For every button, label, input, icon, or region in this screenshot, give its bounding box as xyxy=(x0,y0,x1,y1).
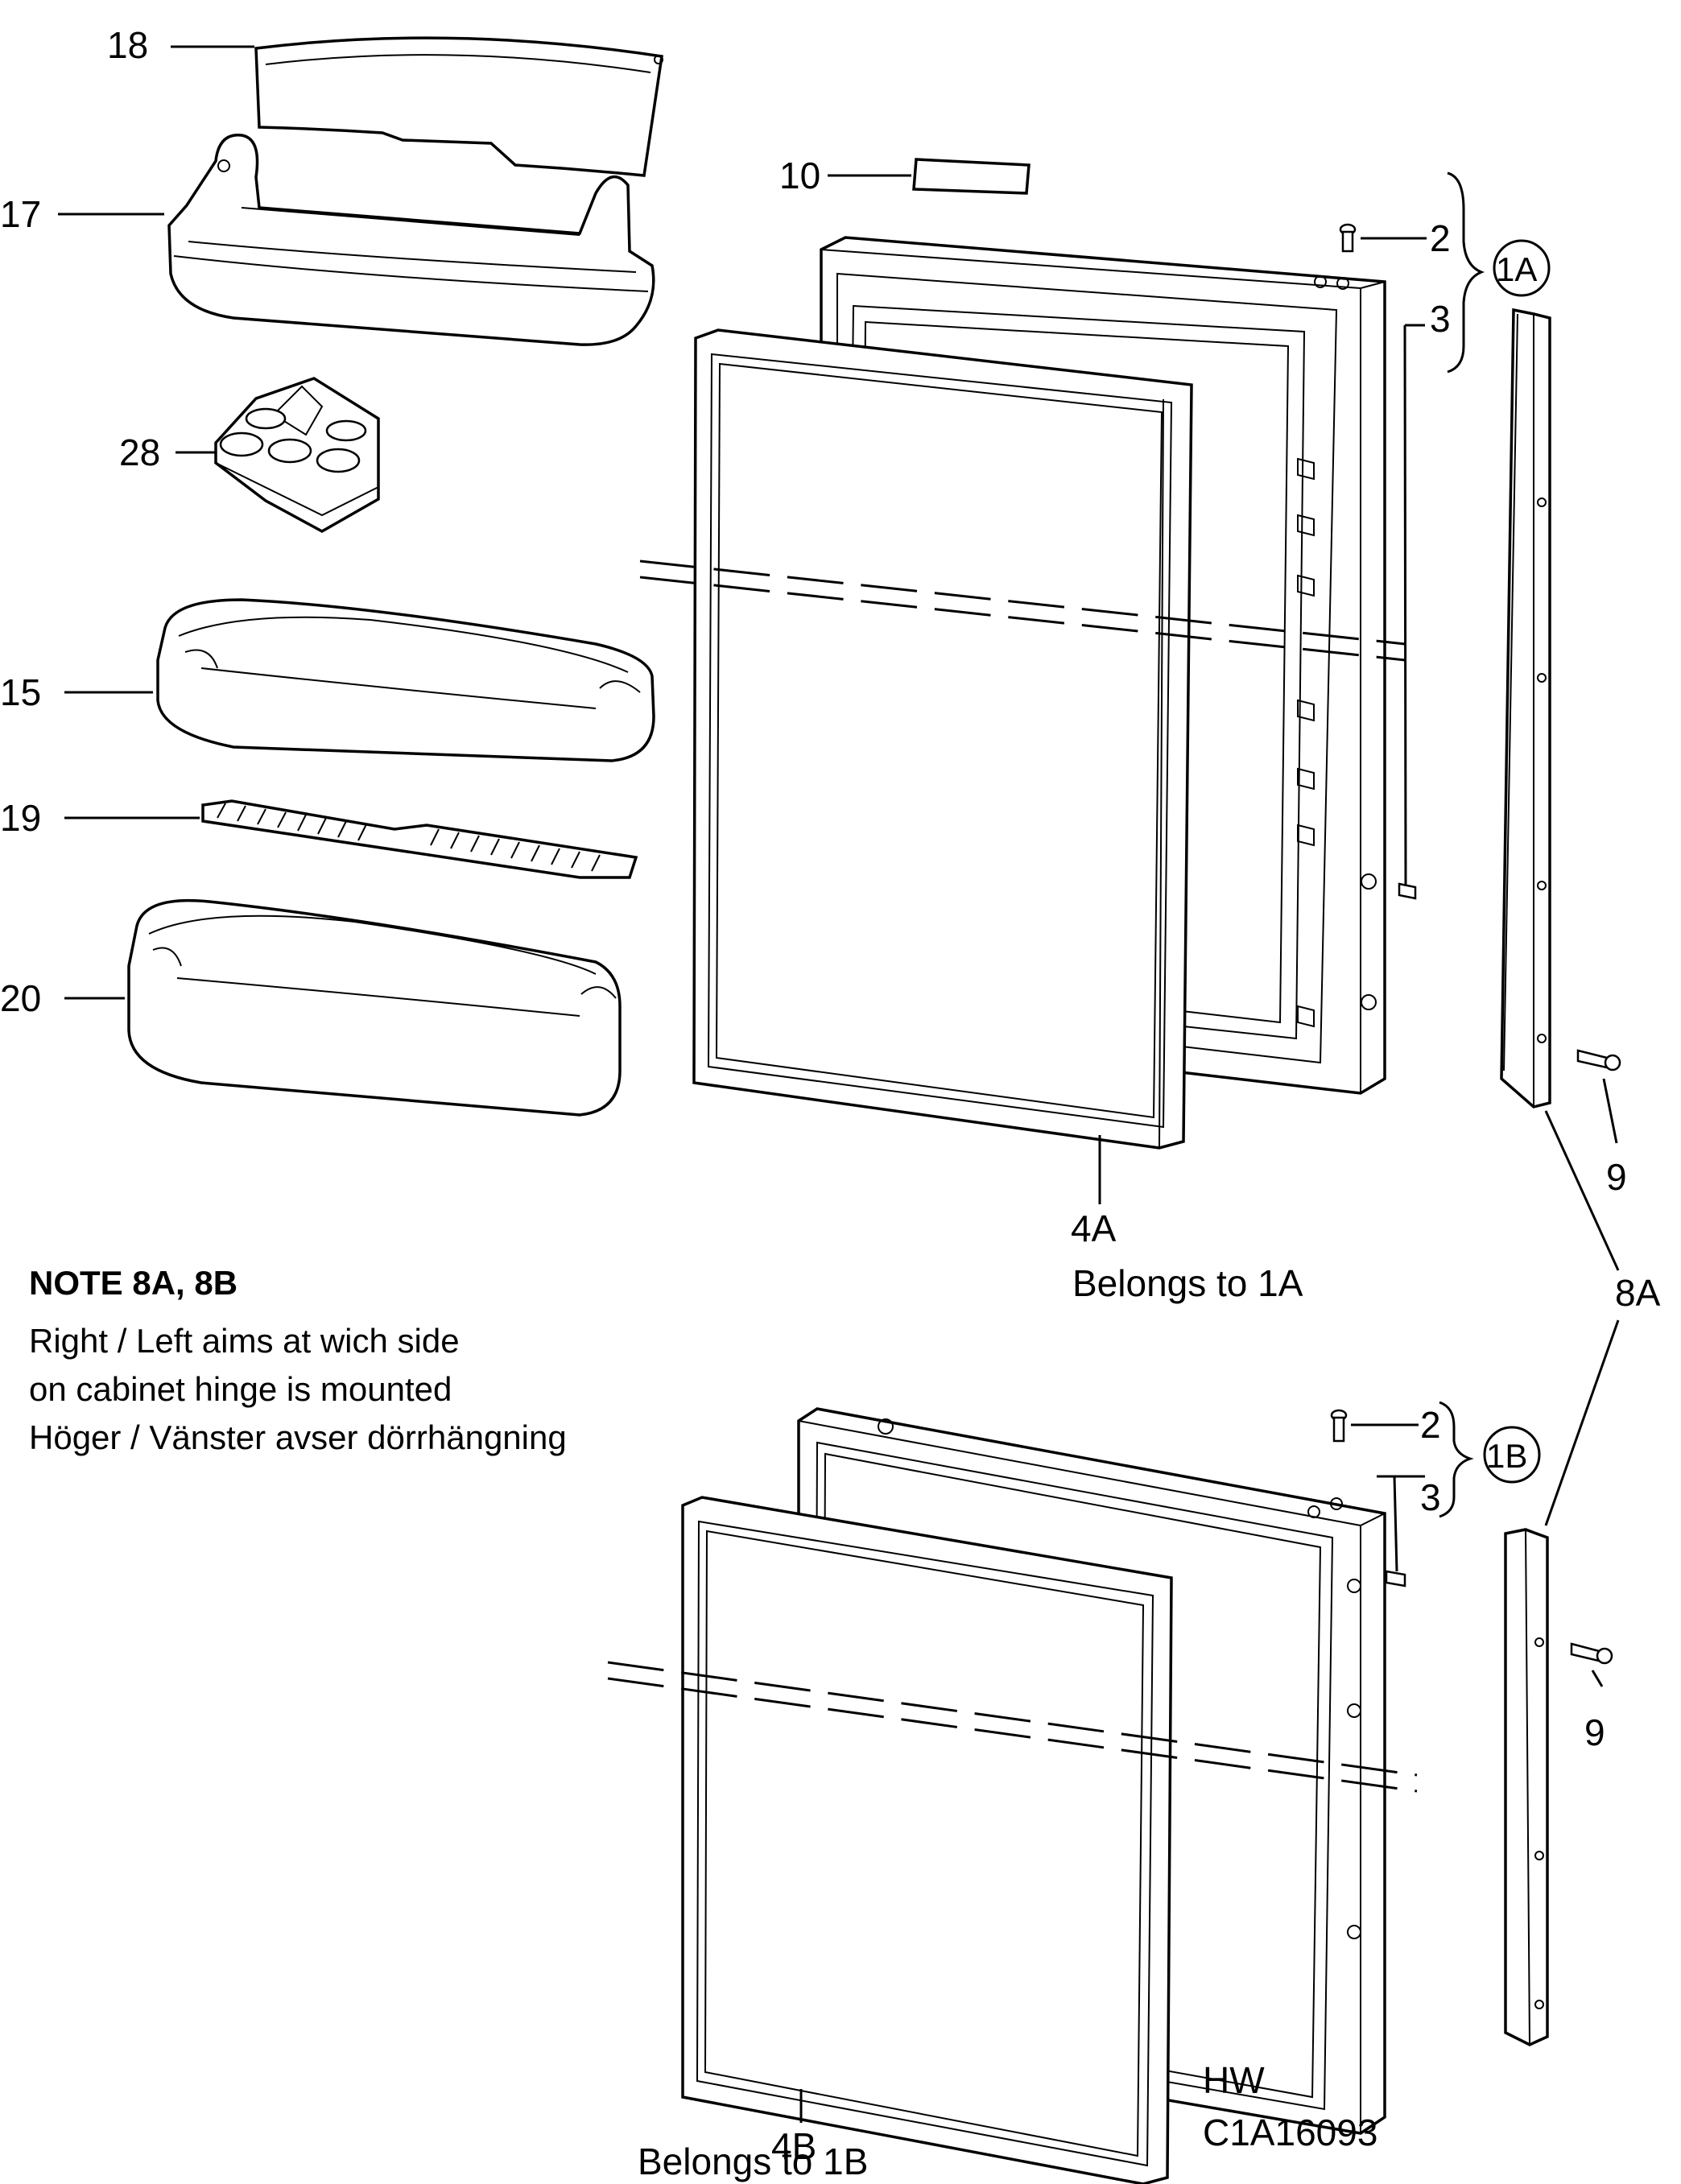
note-line-2: on cabinet hinge is mounted xyxy=(29,1370,452,1408)
part-18-lid xyxy=(254,36,663,177)
part-19-grate xyxy=(201,799,638,879)
callout-20: 20 xyxy=(0,977,41,1019)
callout-3-1A: 3 xyxy=(1430,298,1451,340)
callout-9-1B: 9 xyxy=(1584,1711,1605,1753)
callout-2-1B: 2 xyxy=(1420,1404,1441,1446)
brace-1B xyxy=(1439,1401,1474,1518)
part-8A-strip-upper xyxy=(1500,308,1551,1109)
circle-1A xyxy=(1493,239,1551,297)
cut-line-1A xyxy=(639,559,1406,646)
cut-line-1A-second xyxy=(639,576,1406,662)
cut-line-1B xyxy=(607,1661,1418,1777)
part-17-shelf xyxy=(167,134,655,346)
note-title: NOTE 8A, 8B xyxy=(29,1264,237,1302)
door-1A-hinge-clips xyxy=(1297,457,1315,1028)
part-8A-strip-lower xyxy=(1504,1528,1549,2046)
note-line-1: Right / Left aims at wich side xyxy=(29,1322,460,1360)
note-line-3: Höger / Vänster avser dörrhängning xyxy=(29,1418,567,1456)
part-3-screw-1A xyxy=(1398,882,1417,900)
leader-8A-upper xyxy=(1544,1110,1620,1271)
grate-slats xyxy=(217,803,601,872)
callout-10: 10 xyxy=(779,155,820,196)
callout-1A: 1A xyxy=(1496,250,1537,288)
leader-8A-lower xyxy=(1544,1319,1620,1526)
part-9-screw-lower xyxy=(1570,1642,1613,1665)
part-9-screw-upper xyxy=(1576,1049,1621,1071)
part-4A-gasket xyxy=(692,328,1193,1150)
part-2-screw-1A xyxy=(1339,223,1357,253)
cut-line-1B-second xyxy=(607,1677,1418,1793)
callout-1B: 1B xyxy=(1486,1437,1527,1475)
callout-2-1A: 2 xyxy=(1430,217,1451,259)
drawing-code-line-2: C1A16093 xyxy=(1203,2112,1377,2153)
callout-4A: 4A xyxy=(1071,1208,1117,1249)
part-3-screw-1B xyxy=(1385,1570,1406,1587)
callout-3-1B: 3 xyxy=(1420,1476,1441,1518)
part-28-egg-holder xyxy=(214,377,380,534)
callout-15: 15 xyxy=(0,671,41,713)
part-10-badge xyxy=(912,158,1030,195)
callout-8A: 8A xyxy=(1615,1272,1661,1314)
callout-18: 18 xyxy=(107,24,148,66)
callout-17: 17 xyxy=(0,193,41,235)
callout-4A-note: Belongs to 1A xyxy=(1072,1262,1303,1304)
drawing-code-line-1: HW xyxy=(1203,2059,1265,2101)
callout-19: 19 xyxy=(0,797,41,839)
part-4B-gasket xyxy=(681,1496,1173,2184)
callout-9-1A: 9 xyxy=(1606,1156,1627,1198)
part-20-shelf xyxy=(127,898,622,1117)
part-15-shelf xyxy=(156,598,655,762)
circle-1B xyxy=(1483,1426,1541,1484)
callout-28: 28 xyxy=(119,431,160,473)
part-2-screw-1B xyxy=(1330,1409,1348,1443)
callout-4B-note-html: Belongs to 1B xyxy=(638,2141,869,2182)
callout-4B: 4B xyxy=(771,2125,816,2167)
brace-1A xyxy=(1447,171,1485,374)
